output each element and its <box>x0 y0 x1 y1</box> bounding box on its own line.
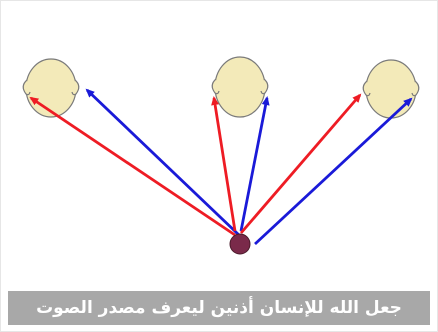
arrow-red-to-left-head <box>29 96 236 237</box>
caption-text: جعل الله للإنسان أذنين ليعرف مصدر الصوت <box>36 298 402 318</box>
head-right <box>362 59 420 119</box>
sound-source <box>229 233 251 255</box>
arrow-red-to-middle-head <box>211 96 237 232</box>
head-left <box>22 58 80 118</box>
caption-bar: جعل الله للإنسان أذنين ليعرف مصدر الصوت <box>8 291 430 325</box>
arrow-blue-to-right-head <box>254 97 413 246</box>
arrow-blue-to-middle-head <box>239 96 270 232</box>
arrow-blue-to-left-head <box>85 88 240 237</box>
head-middle <box>211 56 269 118</box>
sound-localization-diagram <box>22 56 420 255</box>
arrow-red-to-right-head <box>239 93 362 234</box>
